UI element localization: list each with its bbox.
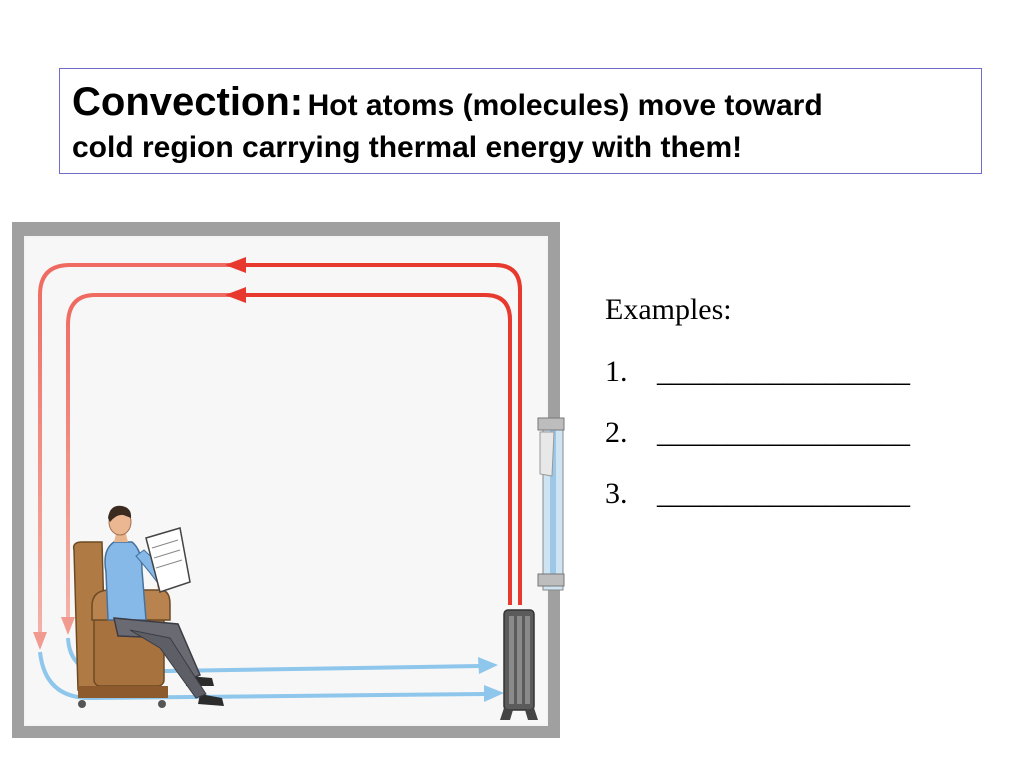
window [537, 417, 565, 591]
title-heading: Convection: [72, 80, 304, 124]
example-number: 1. [605, 355, 628, 388]
title-line-1: Convection: Hot atoms (molecules) move t… [72, 79, 969, 134]
title-text-line-2: cold region carrying thermal energy with… [72, 131, 743, 164]
examples-section: Examples: 1. __________________ 2. _____… [605, 290, 910, 535]
example-item: 2. __________________ [605, 413, 910, 453]
person-reading [104, 505, 224, 706]
radiator [500, 609, 538, 720]
warm-air-inner-arrow [61, 287, 512, 635]
examples-heading: Examples: [605, 293, 732, 326]
example-number: 3. [605, 477, 628, 510]
convection-room-illustration [12, 222, 565, 738]
example-item: 1. __________________ [605, 352, 910, 392]
room-walls [12, 222, 560, 738]
example-item: 3. __________________ [605, 474, 910, 514]
warm-air-outer-arrow [33, 257, 522, 650]
example-blank: __________________ [657, 416, 910, 449]
title-box: Convection: Hot atoms (molecules) move t… [59, 68, 982, 174]
example-blank: __________________ [657, 477, 910, 510]
title-text-line-1: Hot atoms (molecules) move toward [307, 89, 823, 122]
example-number: 2. [605, 416, 628, 449]
example-blank: __________________ [657, 355, 910, 388]
